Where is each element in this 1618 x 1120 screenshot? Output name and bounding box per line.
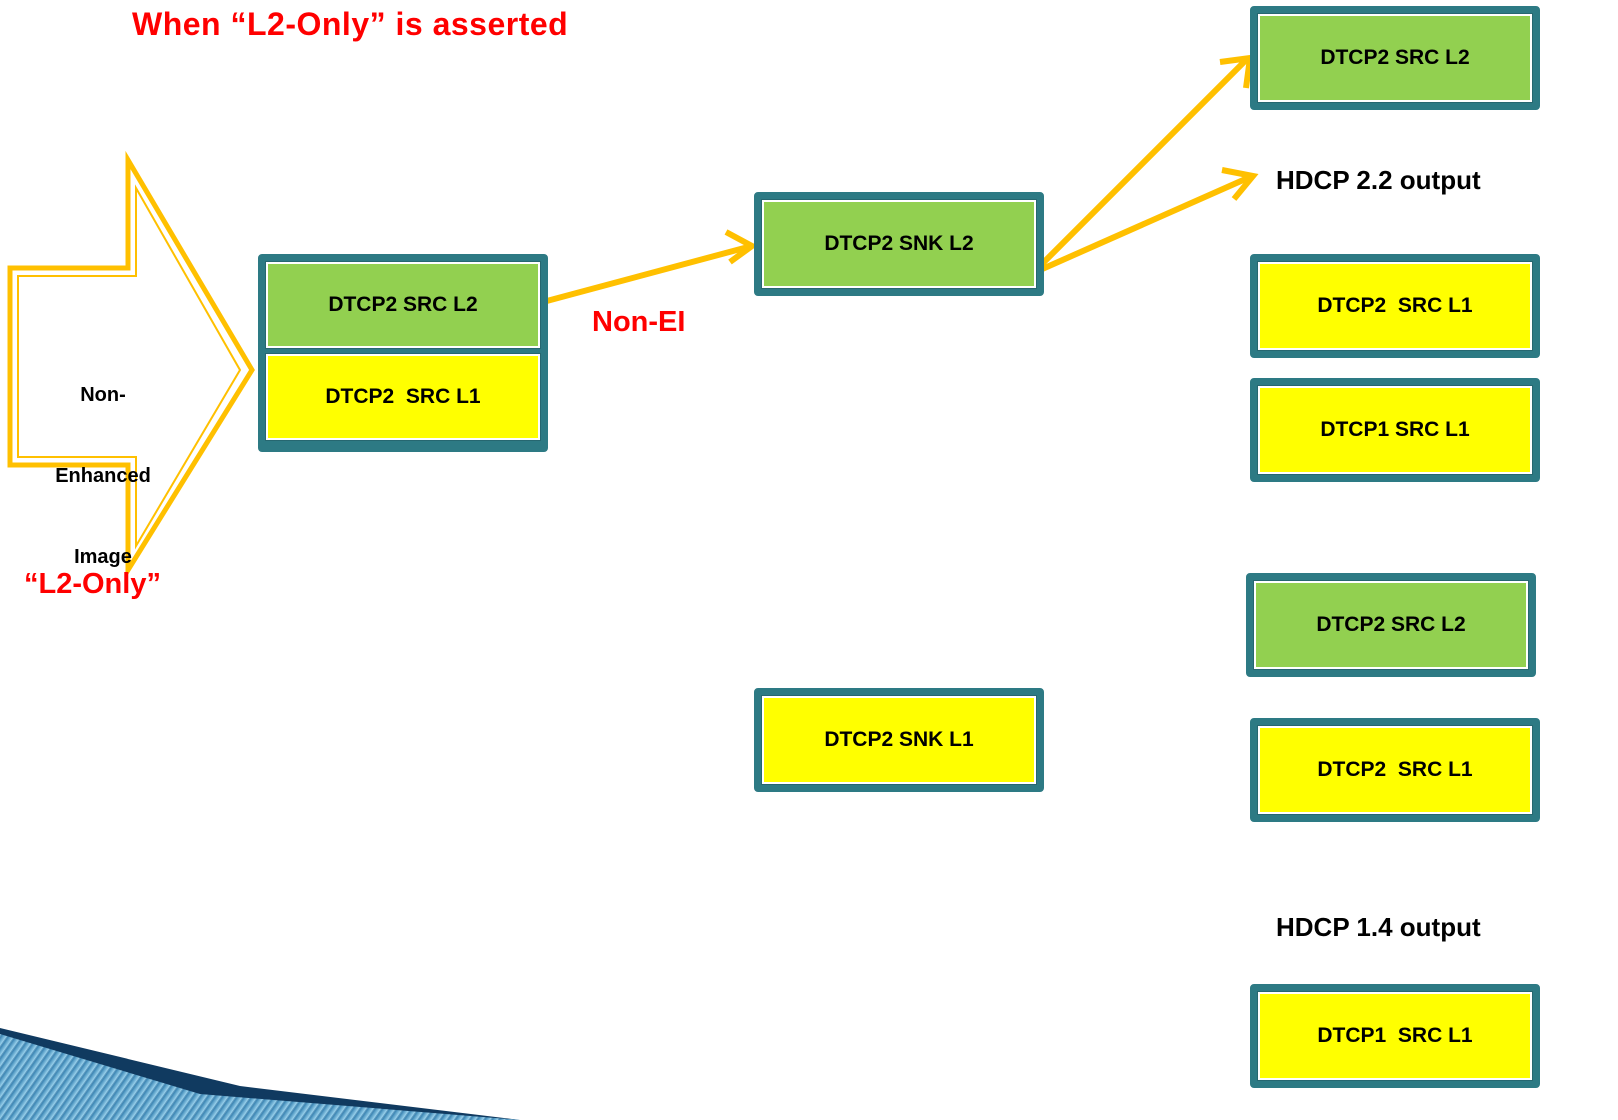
output-src2-l2-b: DTCP2 SRC L2 <box>1253 580 1529 670</box>
l2-only-flag: “L2-Only” <box>24 568 161 600</box>
input-label-line: Non- <box>80 384 126 406</box>
output-src1-l1-b: DTCP1 SRC L1 <box>1257 991 1533 1081</box>
output-src-l2-top-box: DTCP2 SRC L2 <box>1250 6 1540 110</box>
output-src2-l1-a-box: DTCP2 SRC L1 <box>1250 254 1540 358</box>
sink-l1-box: DTCP2 SNK L1 <box>754 688 1044 792</box>
arrow-to-hdcp22 <box>1038 167 1259 273</box>
corner-decoration <box>0 1028 520 1120</box>
output-src1-l1-a: DTCP1 SRC L1 <box>1257 385 1533 475</box>
source-src-l1: DTCP2 SRC L1 <box>265 353 541 441</box>
arrow-to-sink-l2 <box>542 229 758 305</box>
source-src-l2: DTCP2 SRC L2 <box>265 261 541 349</box>
output-src2-l1-b: DTCP2 SRC L1 <box>1257 725 1533 815</box>
block-arrow-icon <box>7 150 255 579</box>
sink-l1: DTCP2 SNK L1 <box>761 695 1037 785</box>
arrow-to-src-l2-top <box>1037 54 1254 269</box>
hdcp22-output-label: HDCP 2.2 output <box>1276 165 1481 195</box>
sink-l2-box: DTCP2 SNK L2 <box>754 192 1044 296</box>
output-src1-l1-a-box: DTCP1 SRC L1 <box>1250 378 1540 482</box>
slide-title: When “L2-Only” is asserted <box>132 6 569 42</box>
output-src-l2-top: DTCP2 SRC L2 <box>1257 13 1533 103</box>
source-box: DTCP2 SRC L2 DTCP2 SRC L1 <box>258 254 548 452</box>
output-src2-l2-b-box: DTCP2 SRC L2 <box>1246 573 1536 677</box>
output-src2-l1-b-box: DTCP2 SRC L1 <box>1250 718 1540 822</box>
sink-l2: DTCP2 SNK L2 <box>761 199 1037 289</box>
input-label-line: Image <box>74 546 132 568</box>
non-ei-label: Non-EI <box>592 306 686 338</box>
input-label: Non- Enhanced Image <box>28 328 178 598</box>
hdcp14-output-label: HDCP 1.4 output <box>1276 912 1481 942</box>
input-label-line: Enhanced <box>55 465 151 487</box>
output-src2-l1-a: DTCP2 SRC L1 <box>1257 261 1533 351</box>
output-src1-l1-b-box: DTCP1 SRC L1 <box>1250 984 1540 1088</box>
